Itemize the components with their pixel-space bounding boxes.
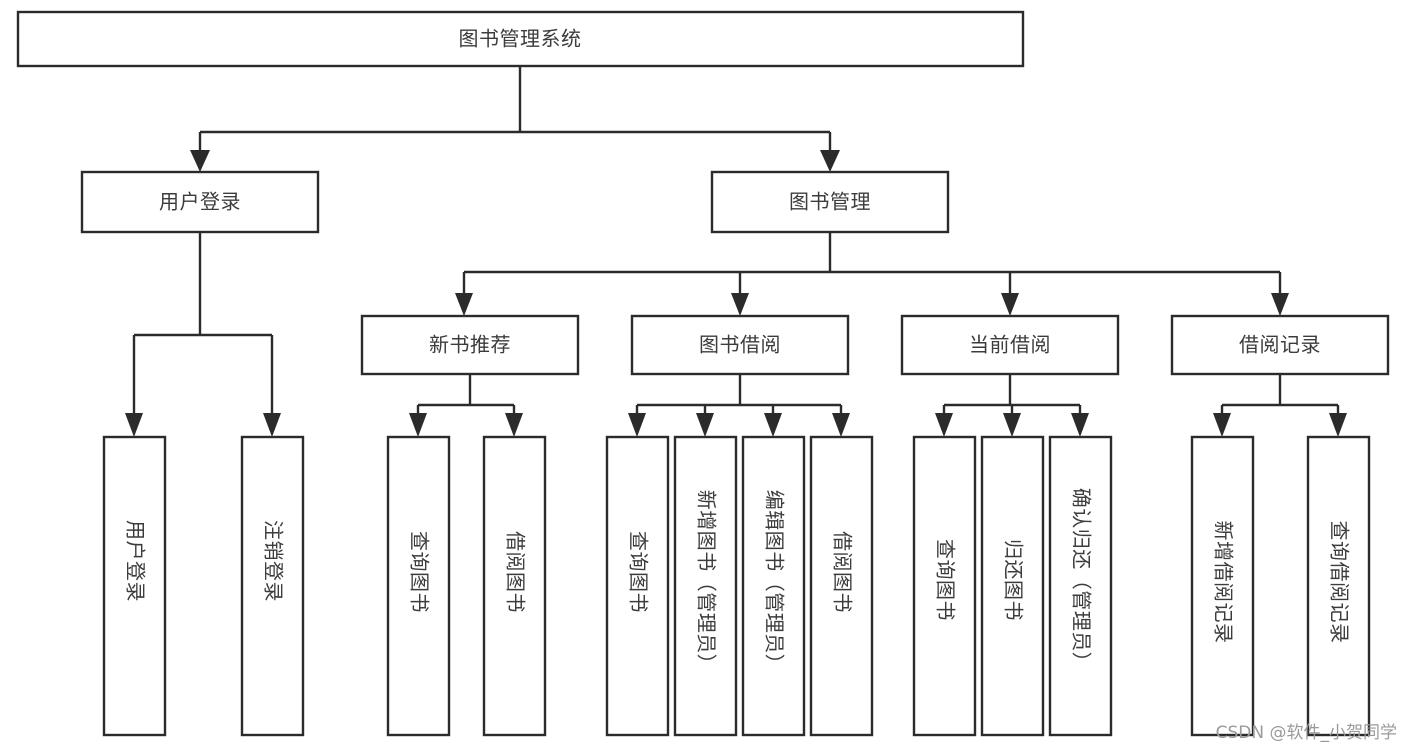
arrow-head-root-1 xyxy=(190,150,210,172)
node-book-management-label: 图书管理 xyxy=(789,190,871,214)
node-current-borrow-label: 当前借阅 xyxy=(969,333,1051,357)
leaf-newbook-query-box[interactable] xyxy=(386,435,451,737)
leaf-records-add-label: 新增借阅记录 xyxy=(1212,521,1236,644)
node-user-login-label: 用户登录 xyxy=(159,190,241,214)
connector-userlogin-to-leaves xyxy=(125,232,281,437)
connector-current-to-leaves xyxy=(935,374,1089,437)
node-borrow-records[interactable]: 借阅记录 xyxy=(1170,314,1390,376)
leaf-node[interactable]: 用户登录 xyxy=(102,435,167,737)
node-book-management-box[interactable] xyxy=(710,170,950,234)
arrow-head-current-1 xyxy=(935,413,953,437)
arrow-head-current-3 xyxy=(1071,413,1089,437)
connector-root-to-level2 xyxy=(190,66,840,172)
leaf-node[interactable]: 查询图书 xyxy=(912,435,977,737)
leaf-borrow-do-box[interactable] xyxy=(809,435,874,737)
node-borrow-records-box[interactable] xyxy=(1170,314,1390,376)
node-root-box[interactable] xyxy=(16,10,1025,68)
node-borrow-records-label: 借阅记录 xyxy=(1239,333,1321,357)
arrow-head-borrow-3 xyxy=(764,413,782,437)
leaf-current-confirm-box[interactable] xyxy=(1048,435,1113,737)
node-root[interactable]: 图书管理系统 xyxy=(16,10,1025,68)
arrow-head-borrow-2 xyxy=(696,413,714,437)
arrow-head-bookmgmt-4 xyxy=(1271,293,1289,316)
leaf-records-add-box[interactable] xyxy=(1190,435,1255,737)
leaf-newbook-borrow-label: 借阅图书 xyxy=(504,531,528,613)
connector-borrow-to-leaves xyxy=(628,374,850,437)
leaf-node[interactable]: 查询图书 xyxy=(386,435,451,737)
leaf-newbook-borrow-box[interactable] xyxy=(482,435,547,737)
connector-newbook-to-leaves xyxy=(409,374,523,437)
leaf-borrow-edit-label: 编辑图书（管理员） xyxy=(763,490,787,675)
leaf-logout-box[interactable] xyxy=(240,435,305,737)
node-new-book-recommend-box[interactable] xyxy=(360,314,580,376)
leaf-newbook-query-label: 查询图书 xyxy=(408,531,432,613)
node-book-borrow-label: 图书借阅 xyxy=(699,333,781,357)
node-new-book-recommend[interactable]: 新书推荐 xyxy=(360,314,580,376)
node-book-borrow[interactable]: 图书借阅 xyxy=(630,314,850,376)
arrow-head-userlogin-2 xyxy=(263,413,281,437)
leaf-current-query-box[interactable] xyxy=(912,435,977,737)
leaf-node[interactable]: 借阅图书 xyxy=(482,435,547,737)
leaf-node[interactable]: 查询借阅记录 xyxy=(1306,435,1371,737)
arrow-head-bookmgmt-2 xyxy=(731,293,749,316)
leaf-borrow-add-box[interactable] xyxy=(673,435,738,737)
arrow-head-root-2 xyxy=(820,150,840,172)
arrow-head-borrow-1 xyxy=(628,413,646,437)
connector-bookmgmt-to-level3 xyxy=(455,232,1289,316)
arrow-head-records-1 xyxy=(1213,413,1231,437)
leaf-user-login-box[interactable] xyxy=(102,435,167,737)
node-new-book-recommend-label: 新书推荐 xyxy=(429,333,511,357)
leaf-user-login-label: 用户登录 xyxy=(124,520,148,602)
leaf-node[interactable]: 查询图书 xyxy=(605,435,670,737)
leaf-node[interactable]: 借阅图书 xyxy=(809,435,874,737)
leaf-borrow-query-box[interactable] xyxy=(605,435,670,737)
arrow-head-records-2 xyxy=(1329,413,1347,437)
connector-records-to-leaves xyxy=(1213,374,1347,437)
arrow-head-borrow-4 xyxy=(832,413,850,437)
leaf-node[interactable]: 归还图书 xyxy=(980,435,1045,737)
arrow-head-bookmgmt-1 xyxy=(455,293,473,316)
arrow-head-current-2 xyxy=(1003,413,1021,437)
leaf-node[interactable]: 新增借阅记录 xyxy=(1190,435,1255,737)
arrow-head-userlogin-1 xyxy=(125,413,143,437)
node-book-management[interactable]: 图书管理 xyxy=(710,170,950,234)
node-root-label: 图书管理系统 xyxy=(459,27,582,51)
leaf-current-return-box[interactable] xyxy=(980,435,1045,737)
arrow-head-bookmgmt-3 xyxy=(1001,293,1019,316)
leaf-borrow-add-label: 新增图书（管理员） xyxy=(695,490,719,675)
leaf-node[interactable]: 注销登录 xyxy=(240,435,305,737)
leaf-node[interactable]: 新增图书（管理员） xyxy=(673,435,738,737)
leaf-node[interactable]: 编辑图书（管理员） xyxy=(741,435,806,737)
leaf-borrow-do-label: 借阅图书 xyxy=(831,531,855,613)
node-user-login[interactable]: 用户登录 xyxy=(80,170,320,234)
leaf-borrow-query-label: 查询图书 xyxy=(627,531,651,613)
leaf-records-query-box[interactable] xyxy=(1306,435,1371,737)
arrow-head-newbook-2 xyxy=(505,413,523,437)
leaf-node[interactable]: 确认归还（管理员） xyxy=(1048,435,1113,737)
leaf-current-query-label: 查询图书 xyxy=(934,539,958,621)
leaf-records-query-label: 查询借阅记录 xyxy=(1328,521,1352,644)
node-current-borrow[interactable]: 当前借阅 xyxy=(900,314,1120,376)
arrow-head-newbook-1 xyxy=(409,413,427,437)
node-book-borrow-box[interactable] xyxy=(630,314,850,376)
leaf-logout-label: 注销登录 xyxy=(262,520,286,602)
leaf-borrow-edit-box[interactable] xyxy=(741,435,806,737)
node-user-login-box[interactable] xyxy=(80,170,320,234)
leaf-current-return-label: 归还图书 xyxy=(1002,539,1026,621)
node-current-borrow-box[interactable] xyxy=(900,314,1120,376)
leaf-current-confirm-label: 确认归还（管理员） xyxy=(1070,488,1094,673)
